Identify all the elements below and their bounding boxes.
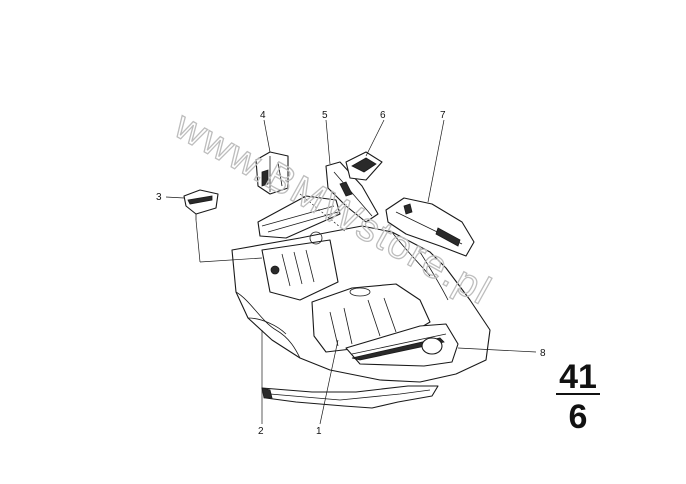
callout-3: 3 bbox=[156, 192, 162, 203]
callout-2: 2 bbox=[258, 426, 264, 437]
group-number-bottom: 6 bbox=[569, 398, 588, 436]
callout-8: 8 bbox=[540, 348, 546, 359]
reinforcement-part-5 bbox=[325, 161, 379, 223]
callout-1: 1 bbox=[316, 426, 322, 437]
callout-4: 4 bbox=[260, 110, 266, 121]
leader-lines bbox=[165, 119, 537, 425]
callout-6: 6 bbox=[380, 110, 386, 121]
group-number-top: 41 bbox=[559, 358, 597, 396]
callout-labels: 1 2 3 4 5 6 7 8 bbox=[156, 110, 546, 437]
rear-panel-part-7 bbox=[385, 197, 475, 257]
gusset-part-6 bbox=[345, 151, 383, 181]
front-floor-assembly bbox=[231, 195, 491, 383]
longitudinal-member-part-2 bbox=[261, 385, 439, 409]
group-number: 41 6 bbox=[556, 358, 600, 436]
callout-5: 5 bbox=[322, 110, 328, 121]
callout-7: 7 bbox=[440, 110, 446, 121]
bracket-part-3 bbox=[183, 189, 219, 220]
